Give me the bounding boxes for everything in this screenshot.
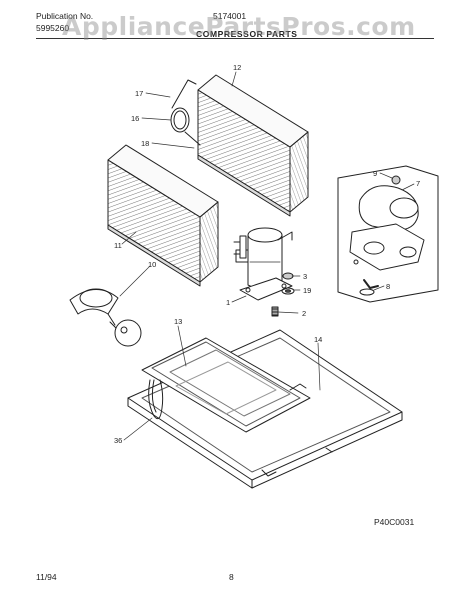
header-rule	[36, 38, 434, 39]
watermark: AppliancePartsPros.com	[62, 12, 416, 41]
publication-label: Publication No.	[36, 11, 94, 21]
figure-code: P40C0031	[374, 517, 415, 527]
callout-labels: 17 12 16 18 9 7 11 10 3 19 8 1 2 13 14 3…	[114, 63, 420, 445]
capillary-tube	[170, 79, 201, 146]
footer-date: 11/94	[36, 572, 57, 582]
capacitor-assembly	[69, 288, 142, 347]
callout-19: 19	[303, 286, 311, 295]
callout-16: 16	[131, 114, 139, 123]
callout-18: 18	[141, 139, 149, 148]
compressor	[233, 227, 293, 301]
publication-number: 5995260	[36, 23, 70, 33]
model-number: 5174001	[213, 11, 247, 21]
evaporator-coil	[107, 144, 219, 287]
grommet-parts	[271, 272, 295, 317]
motor-detail-inset	[337, 165, 439, 303]
callout-8: 8	[386, 282, 390, 291]
condenser-coil	[197, 74, 309, 217]
callout-12: 12	[233, 63, 241, 72]
callout-7: 7	[416, 179, 420, 188]
leader-lines	[119, 71, 415, 441]
page-number: 8	[229, 572, 234, 582]
drain-pan	[141, 337, 311, 433]
callout-3: 3	[303, 272, 307, 281]
callout-2: 2	[302, 309, 306, 318]
drain-hose	[148, 379, 164, 420]
callout-9: 9	[373, 169, 377, 178]
callout-36: 36	[114, 436, 122, 445]
callout-11: 11	[114, 241, 122, 250]
callout-17: 17	[135, 89, 143, 98]
callout-1: 1	[226, 298, 230, 307]
callout-14: 14	[314, 335, 322, 344]
callout-10: 10	[148, 260, 156, 269]
section-title: COMPRESSOR PARTS	[196, 29, 298, 39]
callout-13: 13	[174, 317, 182, 326]
